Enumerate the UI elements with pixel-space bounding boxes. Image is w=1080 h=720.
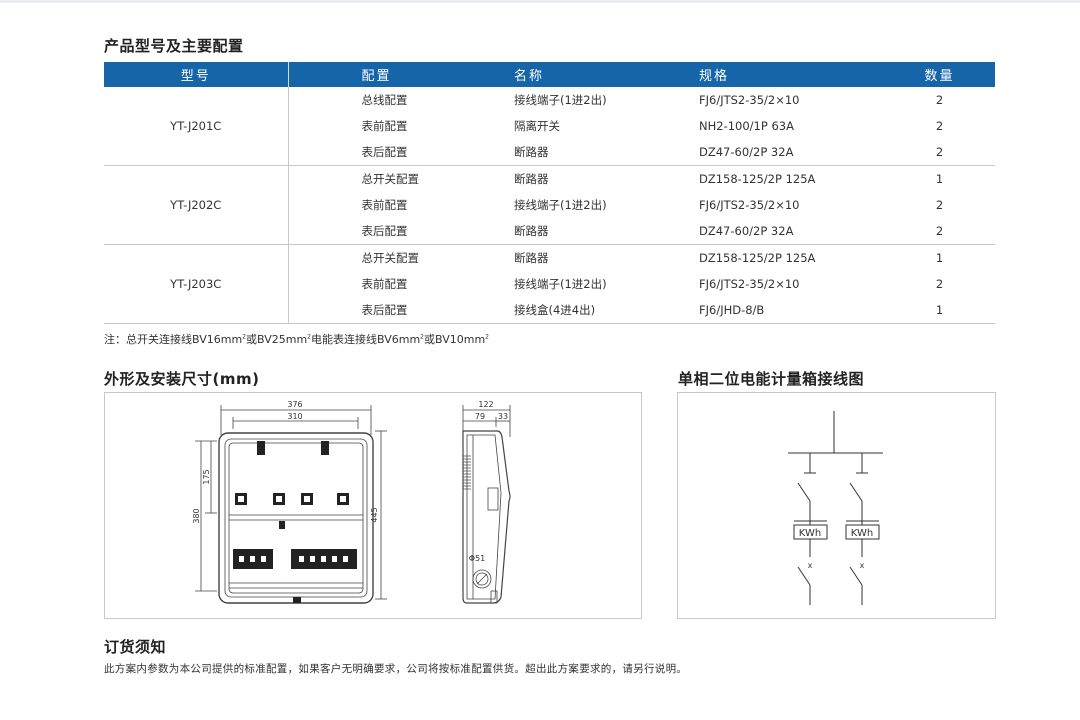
dim-outer-height: 445 bbox=[370, 507, 379, 522]
config-cell: 总线配置 bbox=[361, 93, 408, 107]
table-row: 表前配置 隔离开关 NH2-100/1P 63A 2 bbox=[104, 113, 995, 139]
header-name: 名称 bbox=[514, 62, 699, 87]
name-cell: 接线盒(4进4出) bbox=[514, 297, 699, 324]
qty-cell: 2 bbox=[935, 198, 944, 212]
dimension-drawing: 376 310 122 79 33 175 380 445 Φ51 bbox=[192, 400, 511, 604]
order-section-title: 订货须知 bbox=[104, 638, 167, 656]
table-row: YT-J201C 总线配置 接线端子(1进2出) FJ6/JTS2-35/2×1… bbox=[104, 87, 995, 166]
name-cell: 断路器 bbox=[514, 251, 549, 265]
spec-cell: DZ158-125/2P 125A bbox=[699, 251, 816, 265]
table-row: 表后配置 接线盒(4进4出) FJ6/JHD-8/B 1 bbox=[104, 297, 995, 324]
header-qty: 数量 bbox=[884, 62, 995, 87]
name-cell: 接线端子(1进2出) bbox=[514, 93, 607, 107]
spec-cell: DZ47-60/2P 32A bbox=[699, 218, 884, 245]
dimension-drawing-panel: 376 310 122 79 33 175 380 445 Φ51 bbox=[104, 392, 642, 619]
dim-inner-height: 380 bbox=[192, 508, 201, 523]
header-model: 型号 bbox=[104, 62, 289, 87]
qty-cell: 1 bbox=[935, 251, 944, 265]
wiring-diagram: KWh KWh x x bbox=[788, 411, 883, 605]
name-cell: 断路器 bbox=[514, 139, 699, 166]
wiring-section-title: 单相二位电能计量箱接线图 bbox=[678, 370, 865, 388]
table-row: YT-J203C 总开关配置 断路器 DZ158-125/2P 125A 1 bbox=[104, 244, 995, 324]
table-row: 表前配置 接线端子(1进2出) FJ6/JTS2-35/2×10 2 bbox=[104, 192, 995, 218]
meter-label-left: KWh bbox=[799, 528, 821, 539]
cable-note: 注：总开关连接线BV16mm2或BV25mm2电能表连接线BV6mm2或BV10… bbox=[104, 331, 489, 347]
wiring-diagram-panel: KWh KWh x x bbox=[677, 392, 996, 619]
table-row: 表前配置 接线端子(1进2出) FJ6/JTS2-35/2×10 2 bbox=[104, 271, 995, 297]
dim-front-outer-width: 376 bbox=[287, 400, 302, 409]
config-cell: 总开关配置 bbox=[361, 251, 420, 265]
spec-table: 型号 配置 名称 规格 数量 YT-J201C 总线配置 接线端子(1进2出) … bbox=[104, 62, 995, 324]
note-part: 注：总开关连接线BV16mm bbox=[104, 333, 243, 346]
config-cell: 表后配置 bbox=[288, 218, 514, 245]
spec-cell: FJ6/JTS2-35/2×10 bbox=[699, 198, 800, 212]
header-spec: 规格 bbox=[699, 62, 884, 87]
qty-cell: 2 bbox=[935, 93, 944, 107]
config-cell: 表前配置 bbox=[361, 277, 408, 291]
spec-cell: FJ6/JTS2-35/2×10 bbox=[699, 277, 800, 291]
dimensions-section-title: 外形及安装尺寸(mm) bbox=[104, 370, 260, 388]
config-cell: 表前配置 bbox=[361, 119, 408, 133]
note-part: 或BV25mm bbox=[246, 333, 308, 346]
name-cell: 接线端子(1进2出) bbox=[514, 277, 607, 291]
spec-cell: DZ47-60/2P 32A bbox=[699, 139, 884, 166]
breaker-mark-right: x bbox=[860, 561, 865, 570]
table-header-row: 型号 配置 名称 规格 数量 bbox=[104, 62, 995, 87]
spec-cell: DZ158-125/2P 125A bbox=[699, 172, 816, 186]
spec-cell: FJ6/JHD-8/B bbox=[699, 297, 884, 324]
top-rule bbox=[0, 0, 1080, 3]
qty-cell: 2 bbox=[884, 218, 995, 245]
model-cell: YT-J201C bbox=[104, 87, 289, 166]
order-notice-text: 此方案内参数为本公司提供的标准配置，如果客户无明确要求，公司将按标准配置供货。超… bbox=[104, 663, 688, 675]
note-sup: 2 bbox=[307, 333, 311, 341]
dim-side-part2: 33 bbox=[498, 412, 508, 421]
config-cell: 表前配置 bbox=[361, 198, 408, 212]
qty-cell: 2 bbox=[935, 277, 944, 291]
config-cell: 表后配置 bbox=[288, 139, 514, 166]
name-cell: 隔离开关 bbox=[514, 119, 560, 133]
config-cell: 表后配置 bbox=[288, 297, 514, 324]
qty-cell: 1 bbox=[884, 297, 995, 324]
spec-cell: FJ6/JTS2-35/2×10 bbox=[699, 93, 800, 107]
qty-cell: 2 bbox=[884, 139, 995, 166]
name-cell: 断路器 bbox=[514, 218, 699, 245]
config-cell: 总开关配置 bbox=[361, 172, 420, 186]
qty-cell: 2 bbox=[935, 119, 944, 133]
note-part: 或BV10mm bbox=[424, 333, 486, 346]
dim-side-part1: 79 bbox=[475, 412, 485, 421]
breaker-mark-left: x bbox=[808, 561, 813, 570]
config-section-title: 产品型号及主要配置 bbox=[104, 37, 244, 55]
note-sup: 2 bbox=[242, 333, 246, 341]
name-cell: 接线端子(1进2出) bbox=[514, 198, 607, 212]
dim-hole-diameter: Φ51 bbox=[469, 554, 485, 563]
note-part: 电能表连接线BV6mm bbox=[311, 333, 421, 346]
note-sup: 2 bbox=[485, 333, 489, 341]
table-row: YT-J202C 总开关配置 断路器 DZ158-125/2P 125A 1 bbox=[104, 165, 995, 245]
dim-upper-height: 175 bbox=[202, 469, 211, 484]
meter-label-right: KWh bbox=[851, 528, 873, 539]
table-row: 表后配置 断路器 DZ47-60/2P 32A 2 bbox=[104, 139, 995, 166]
dim-side-depth: 122 bbox=[478, 400, 493, 409]
model-cell: YT-J202C bbox=[104, 165, 289, 245]
qty-cell: 1 bbox=[935, 172, 944, 186]
model-cell: YT-J203C bbox=[104, 244, 289, 324]
name-cell: 断路器 bbox=[514, 172, 549, 186]
spec-cell: NH2-100/1P 63A bbox=[699, 119, 794, 133]
note-sup: 2 bbox=[420, 333, 424, 341]
header-config: 配置 bbox=[288, 62, 514, 87]
dim-front-inner-width: 310 bbox=[287, 412, 302, 421]
table-row: 表后配置 断路器 DZ47-60/2P 32A 2 bbox=[104, 218, 995, 245]
